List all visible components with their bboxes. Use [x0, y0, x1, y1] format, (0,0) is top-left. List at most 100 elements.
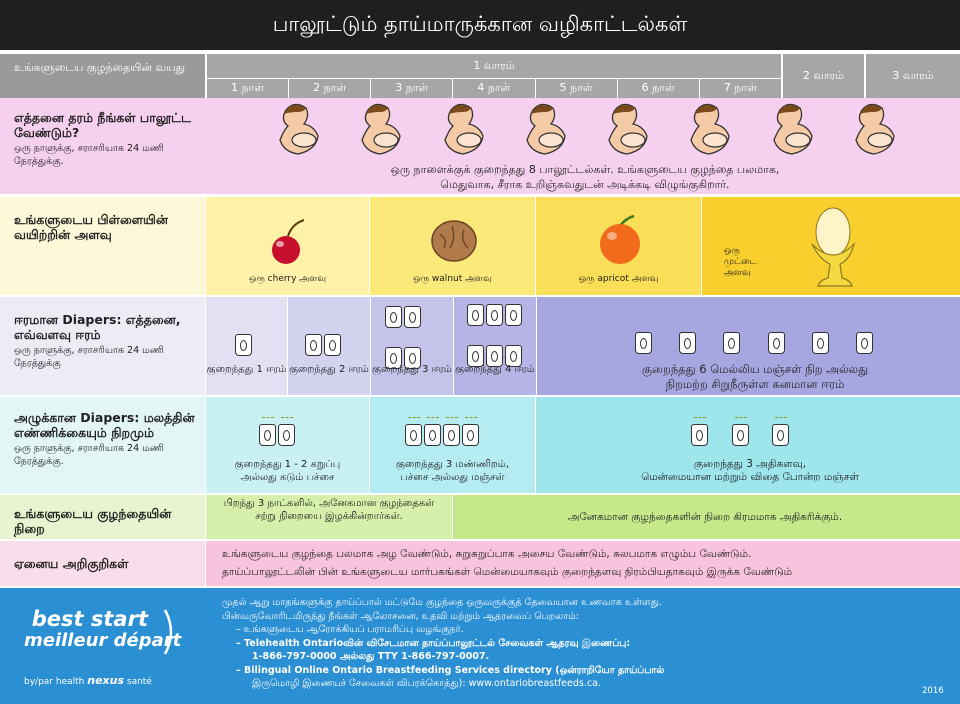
dirty-diaper-icon [772, 417, 789, 446]
breastfeeding-icons [268, 100, 908, 162]
other-text: உங்களுடைய குழந்தை பலமாக அழ வேண்டும், சுற… [222, 545, 957, 581]
wet-diaper-icon [385, 347, 402, 369]
day-3: 3 நாள் [370, 79, 452, 98]
other-cell [206, 541, 960, 586]
page-title: பாலூட்டும் தாய்மாருக்கான வழிகாட்டல்கள் [0, 0, 960, 50]
wet-diaper-icon [767, 332, 785, 354]
wet-text-2: குறைந்தது 2 ஈரம் [289, 364, 369, 375]
dirty-cell-3 [536, 397, 960, 493]
dirty-c1: குறைந்தது 3 அதிகளவு, [693, 458, 807, 470]
wet-text-1: குறைந்தது 1 ஈரம் [206, 364, 287, 375]
wet-diaper-icon [404, 306, 421, 328]
day-6: 6 நாள் [616, 79, 699, 98]
feeding-text: ஒரு நாளைக்குக் குறைந்தது 8 பாலூட்டல்கள்.… [250, 162, 920, 192]
footer-b3a: – Bilingual Online Ontario Breastfeeding… [236, 664, 665, 676]
day-5: 5 நாள் [534, 79, 617, 98]
day-1: 1 நாள் [206, 79, 288, 98]
week2-header: 2 வாரம் [782, 54, 864, 98]
dirty-diaper-icon [462, 417, 479, 446]
days-row: 1 நாள் 2 நாள் 3 நாள் 4 நாள் 5 நாள் 6 நாள… [206, 79, 781, 98]
footer-b3b: இருமொழி இணையச் சேவைகள் விபரக்கொத்து): ww… [252, 678, 601, 689]
wet-diapers-2 [304, 334, 342, 356]
other-label: ஏனைய அறிகுறிகள் [0, 550, 205, 571]
dirty-diaper-icon [691, 417, 708, 446]
apricot-icon [600, 214, 640, 264]
dirty-diapers-3 [690, 417, 790, 446]
egg-icon [811, 207, 856, 287]
wet-diaper-icon [486, 304, 503, 326]
logo-text-2: meilleur départ [24, 630, 182, 651]
stomach-heading: உங்களுடைய பிள்ளையின் வயிற்றின் அளவு [14, 212, 168, 242]
dirty-b2: பச்சை அல்லது மஞ்சள் [400, 472, 505, 483]
dirty-diaper-icon [405, 417, 422, 446]
dirty-row-label-bg [0, 397, 205, 493]
footer: best start meilleur départ by/par health… [0, 588, 960, 704]
partner-sante: santé [126, 677, 152, 687]
wet-rest-1: குறைந்தது 6 மெல்லிய மஞ்சள் நிற அல்லது [641, 362, 869, 376]
dirty-heading: அழுக்கான Diapers: மலத்தின் எண்ணிக்கையும்… [14, 410, 195, 440]
breastfeeding-icon [608, 103, 648, 155]
breastfeeding-icon [443, 103, 484, 155]
wet-diaper-icon [855, 332, 873, 354]
walnut-caption: ஒரு walnut அளவு [413, 274, 492, 284]
week1-header: 1 வாரம் [206, 54, 781, 78]
footer-b2a: – Telehealth Ontarioவின் விசேடமான தாய்ப்… [236, 637, 631, 649]
weight-row-label-bg [0, 495, 205, 539]
feeding-label: எத்தனை தரம் நீங்கள் பாலூட்ட வேண்டும்? ஒர… [0, 104, 205, 168]
breastfeeding-icon [279, 103, 319, 155]
walnut-icon [431, 220, 477, 262]
other-heading: ஏனைய அறிகுறிகள் [14, 556, 129, 571]
age-header: உங்களுடைய குழந்தையின் வயது [0, 54, 205, 98]
weight-text-2: அனேகமான குழந்தைகளின் நிறை கிரமமாக அதிகரி… [567, 511, 843, 523]
age-label: உங்களுடைய குழந்தையின் வயது [14, 61, 186, 74]
dirty-diaper-icon [731, 417, 749, 446]
footer-p2: பின்வருவோரிடமிருந்து நீங்கள் ஆலோசனை, உதவ… [222, 610, 579, 622]
breastfeeding-icon [361, 103, 401, 155]
dirty-text-3: குறைந்தது 3 அதிகளவு,மென்மையான மற்றும் வி… [560, 458, 940, 484]
dirty-diapers-1 [258, 417, 296, 446]
logo-text-1: best start [31, 607, 148, 631]
dirty-diaper-icon [278, 417, 295, 446]
wet-diaper-icon [235, 334, 252, 356]
wet-diaper-icon [305, 334, 322, 356]
wet-diaper-icon [467, 304, 484, 326]
logo-bracket-icon [163, 609, 173, 655]
feeding-text-2: மெதுவாக, சீராக உறிஞ்சுவதுடன் அடிக்கடி வி… [440, 178, 730, 191]
wet-diaper-icon [679, 332, 697, 354]
dirty-diaper-icon [259, 417, 276, 446]
wet-sub: ஒரு நாளுக்கு, சராசரியாக 24 மணி நேரத்துக்… [14, 345, 164, 369]
wet-heading: ஈரமான Diapers: எத்தனை, எவ்வளவு ஈரம் [14, 312, 181, 342]
weight-text-1: பிறந்து 3 நாட்களில், அனேகமான குழந்தைகள் … [223, 498, 435, 522]
dirty-a2: அல்லது கடும் பச்சை [240, 472, 335, 483]
dirty-b1: குறைந்தது 3 மண்ணிறம், [395, 459, 510, 470]
footer-b2b: 1-866-797-0000 அல்லது TTY 1-866-797-0007… [252, 651, 490, 662]
other-text-2: தாய்ப்பாலூட்டலின் பின் உங்களுடைய மார்பகங… [222, 566, 793, 578]
wet-diaper-icon [404, 347, 421, 369]
feeding-text-1: ஒரு நாளைக்குக் குறைந்தது 8 பாலூட்டல்கள்.… [390, 163, 780, 176]
apricot-caption: ஒரு apricot அளவு [578, 274, 659, 284]
stomach-row-label-bg [0, 197, 205, 295]
dirty-sub: ஒரு நாளுக்கு, சராசரியாக 24 மணி நேரத்துக்… [14, 443, 164, 467]
wet-row-label-bg [0, 297, 205, 395]
wet-text-rest: குறைந்தது 6 மெல்லிய மஞ்சள் நிற அல்லது நி… [570, 362, 940, 392]
wet-diaper-icon [811, 332, 829, 354]
wet-diaper-icon [505, 304, 522, 326]
footer-p1: முதல் ஆறு மாதங்களுக்கு தாய்ப்பால் மட்டும… [222, 597, 662, 608]
wet-diaper-icon [467, 345, 484, 367]
wet-diaper-icon [486, 345, 503, 367]
dirty-a1: குறைந்தது 1 - 2 கறுப்பு [234, 459, 341, 470]
wet-diaper-icon [505, 345, 522, 367]
dirty-diaper-icon [424, 417, 441, 446]
partner-by: by/par health [24, 677, 85, 687]
weight-label: உங்களுடைய குழந்தையின் நிறை [0, 500, 205, 536]
wet-rest-2: நிறமற்ற சிறுநீருள்ள கனமான ஈரம் [665, 377, 845, 391]
wet-diaper-icon [324, 334, 341, 356]
dirty-text-2: குறைந்தது 3 மண்ணிறம், பச்சை அல்லது மஞ்சள் [370, 458, 535, 484]
wet-diapers-rest [634, 332, 874, 354]
wet-text-3: குறைந்தது 3 ஈரம் [372, 364, 452, 375]
stomach-label: உங்களுடைய பிள்ளையின் வயிற்றின் அளவு [0, 206, 205, 242]
day-4: 4 நாள் [452, 79, 534, 98]
day-7: 7 நாள் [698, 79, 781, 98]
weight-cell-2 [453, 495, 960, 539]
logo: best start meilleur départ [24, 608, 184, 664]
